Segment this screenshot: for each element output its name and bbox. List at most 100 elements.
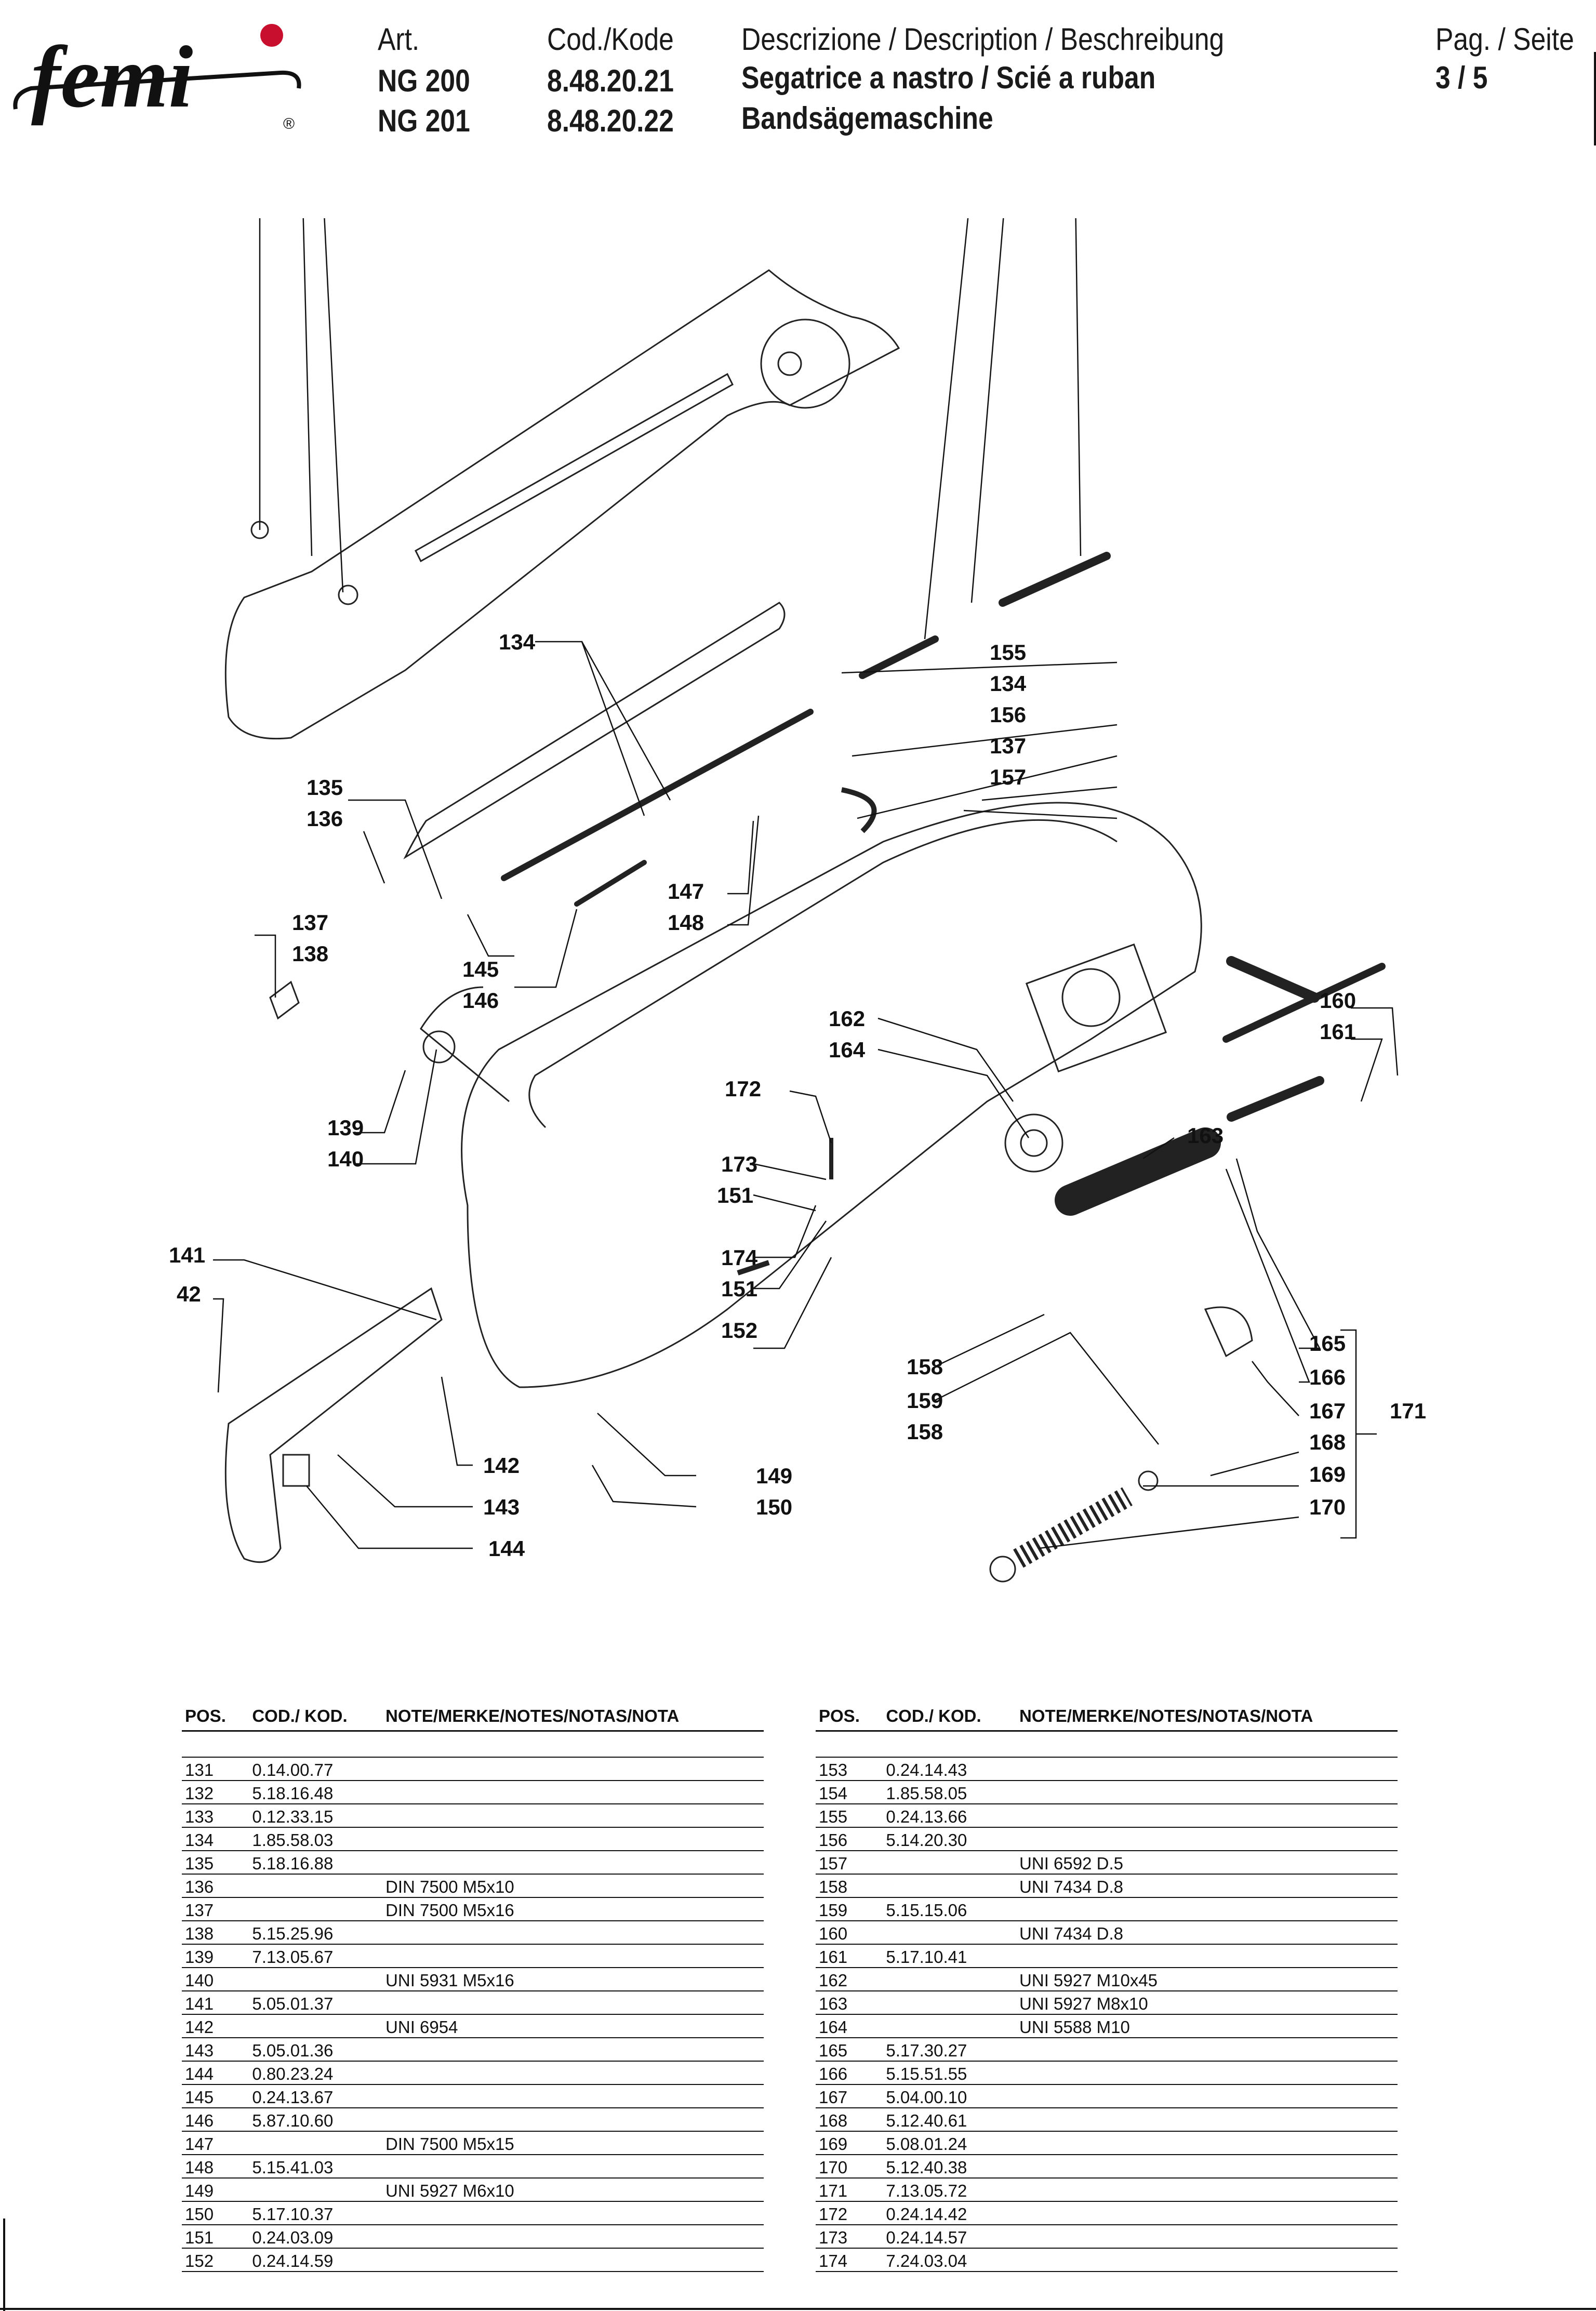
cell-code [886, 1968, 1020, 1991]
cell-pos: 158 [816, 1874, 886, 1898]
cell-pos: 161 [816, 1944, 886, 1968]
callout-134b: 134 [499, 630, 536, 654]
cell-note [385, 2225, 764, 2249]
cell-note: UNI 5588 M10 [1019, 2014, 1398, 2038]
cell-note [385, 1921, 764, 1945]
cell-pos: 157 [816, 1851, 886, 1875]
cell-code: 5.05.01.37 [252, 1991, 386, 2015]
cell-code: 5.17.10.37 [252, 2201, 386, 2225]
cell-note: UNI 7434 D.8 [1019, 1921, 1398, 1945]
description-line-2: Bandsägemaschine [741, 101, 993, 136]
upper-blade-guard [224, 269, 900, 740]
cell-code: 0.24.13.66 [886, 1804, 1020, 1828]
main-body-housing [461, 802, 1202, 1388]
cell-code: 0.24.03.09 [252, 2225, 386, 2249]
cell-pos: 155 [816, 1804, 886, 1828]
callout-146: 146 [462, 988, 499, 1013]
col-header-note: NOTE/MERKE/NOTES/NOTAS/NOTA [1019, 1703, 1398, 1732]
callout-labels: 131 132 133 134 153 154 134 155 134 156 … [169, 630, 1426, 1561]
cell-pos: 163 [816, 1991, 886, 2015]
callout-167: 167 [1309, 1399, 1346, 1423]
callout-165: 165 [1309, 1331, 1346, 1356]
cell-note: UNI 7434 D.8 [1019, 1874, 1398, 1898]
cell-code: 5.17.30.27 [886, 2038, 1020, 2062]
cell-code: 5.08.01.24 [886, 2131, 1020, 2155]
motor-flange [1025, 943, 1167, 1073]
cell-note: UNI 6592 D.5 [1019, 1851, 1398, 1875]
col-header-code: COD./ KOD. [252, 1703, 386, 1732]
callout-137a: 137 [990, 734, 1026, 758]
cell-note: UNI 5927 M10x45 [1019, 1968, 1398, 1991]
table-row: 158 UNI 7434 D.8 [816, 1874, 1398, 1898]
cell-code: 5.18.16.48 [252, 1781, 386, 1804]
table-header-row: POS. COD./ KOD. NOTE/MERKE/NOTES/NOTAS/N… [816, 1703, 1398, 1732]
callout-147: 147 [668, 879, 704, 904]
callout-164: 164 [829, 1038, 866, 1062]
callout-170: 170 [1309, 1495, 1346, 1519]
cell-code [886, 2014, 1020, 2038]
cell-pos: 172 [816, 2201, 886, 2225]
col-header-code: COD./ KOD. [886, 1703, 1020, 1732]
cell-pos: 160 [816, 1921, 886, 1945]
cell-note [1019, 2248, 1398, 2272]
cell-note [385, 2248, 764, 2272]
col-header-note: NOTE/MERKE/NOTES/NOTAS/NOTA [385, 1703, 764, 1732]
cell-note [1019, 1944, 1398, 1968]
cell-note [1019, 2108, 1398, 2132]
cell-pos: 162 [816, 1968, 886, 1991]
cell-pos: 153 [816, 1757, 886, 1781]
callout-174: 174 [721, 1245, 758, 1270]
cell-note [1019, 2131, 1398, 2155]
guard-wheel-disc [760, 318, 850, 409]
cell-code [886, 1874, 1020, 1898]
cell-pos: 166 [816, 2061, 886, 2085]
cell-pos: 150 [182, 2201, 252, 2225]
cell-code: 0.14.00.77 [252, 1757, 386, 1781]
cell-code: 0.24.14.42 [886, 2201, 1020, 2225]
blade-guide-cover [403, 602, 786, 860]
cell-code: 0.24.14.59 [252, 2248, 386, 2272]
cell-pos: 143 [182, 2038, 252, 2062]
cell-pos: 167 [816, 2084, 886, 2108]
cell-note [385, 2084, 764, 2108]
callout-142: 142 [483, 1453, 520, 1478]
front-guard [224, 1287, 443, 1563]
callout-157: 157 [990, 765, 1026, 789]
model-2: NG 201 [378, 103, 470, 138]
tension-sleeve [1055, 1127, 1221, 1216]
callout-155: 155 [990, 640, 1026, 665]
cell-note [385, 1781, 764, 1804]
exploded-parts-diagram: 131 132 133 134 153 154 134 155 134 156 … [169, 218, 1426, 1583]
cell-code: 5.87.10.60 [252, 2108, 386, 2132]
cell-pos: 133 [182, 1804, 252, 1828]
callout-173: 173 [721, 1152, 757, 1176]
cell-pos: 136 [182, 1874, 252, 1898]
art-label: Art. [378, 22, 420, 57]
coolant-tube-upper [859, 635, 939, 679]
bracket [269, 980, 300, 1020]
page-border-right [1594, 52, 1596, 145]
cell-pos: 147 [182, 2131, 252, 2155]
cell-note [1019, 2201, 1398, 2225]
cell-note [1019, 2225, 1398, 2249]
cell-pos: 156 [816, 1827, 886, 1851]
cell-pos: 173 [816, 2225, 886, 2249]
cell-code: 5.15.41.03 [252, 2155, 386, 2179]
